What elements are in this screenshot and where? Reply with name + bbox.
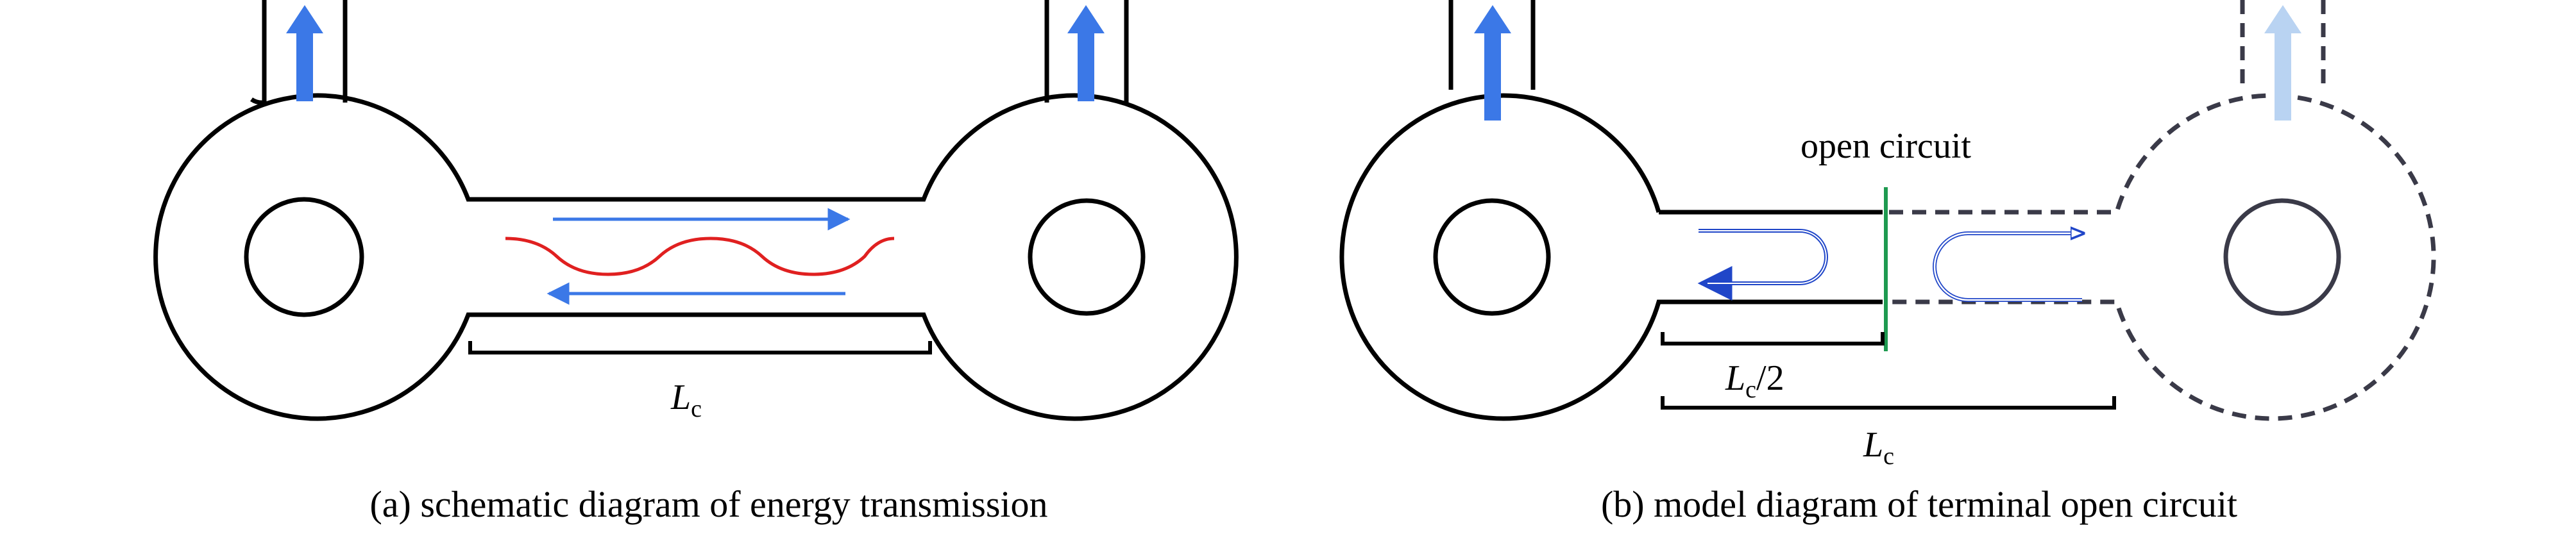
length-bracket-a xyxy=(468,341,932,354)
left-output-arrow-icon xyxy=(286,5,323,101)
reflected-wave-path xyxy=(1697,229,1828,301)
solid-resonator-inner-hole xyxy=(1433,198,1551,316)
mirrored-resonator xyxy=(1889,0,2436,421)
left-resonator-inner-hole xyxy=(244,197,364,317)
caption-b: (b) model diagram of terminal open circu… xyxy=(1601,483,2237,525)
solid-resonator-outline xyxy=(1339,93,1883,421)
solid-output-port xyxy=(1448,0,1536,90)
open-circuit-label: open circuit xyxy=(1801,126,1971,166)
reflected-wave-path-inner xyxy=(1699,230,1827,284)
mirrored-wave-path xyxy=(1933,231,2083,302)
half-length-bracket xyxy=(1661,332,1885,345)
right-output-arrow-icon xyxy=(1067,5,1105,101)
full-length-bracket xyxy=(1661,396,2116,410)
right-output-port xyxy=(1044,0,1129,90)
left-port-flare xyxy=(250,90,348,105)
solid-output-arrow-icon xyxy=(1474,5,1511,121)
mirrored-wave-path-inner xyxy=(1933,233,2083,301)
right-port-flare xyxy=(1044,90,1129,103)
full-length-label-b: Lc xyxy=(1863,425,1894,470)
length-label-a: Lc xyxy=(670,378,702,422)
standing-wave-curve xyxy=(505,237,895,276)
half-length-label: Lc/2 xyxy=(1725,358,1784,403)
panel-a-diagram: Lc (a) schematic diagram of energy trans… xyxy=(153,0,1239,525)
right-resonator xyxy=(1028,0,1146,316)
mirrored-output-port xyxy=(2240,0,2326,90)
left-output-port xyxy=(262,0,348,90)
left-resonator xyxy=(153,0,1239,421)
mirrored-output-arrow-icon xyxy=(2264,5,2301,121)
right-resonator-inner-hole xyxy=(1028,198,1146,316)
caption-a: (a) schematic diagram of energy transmis… xyxy=(369,483,1047,525)
left-resonator-outline xyxy=(153,93,1239,421)
mirrored-resonator-outline xyxy=(1889,93,2436,421)
mirrored-resonator-inner-hole xyxy=(2223,198,2341,316)
panel-b-diagram: open circuit Lc/2 Lc (b) model diagram o… xyxy=(1339,0,2436,525)
